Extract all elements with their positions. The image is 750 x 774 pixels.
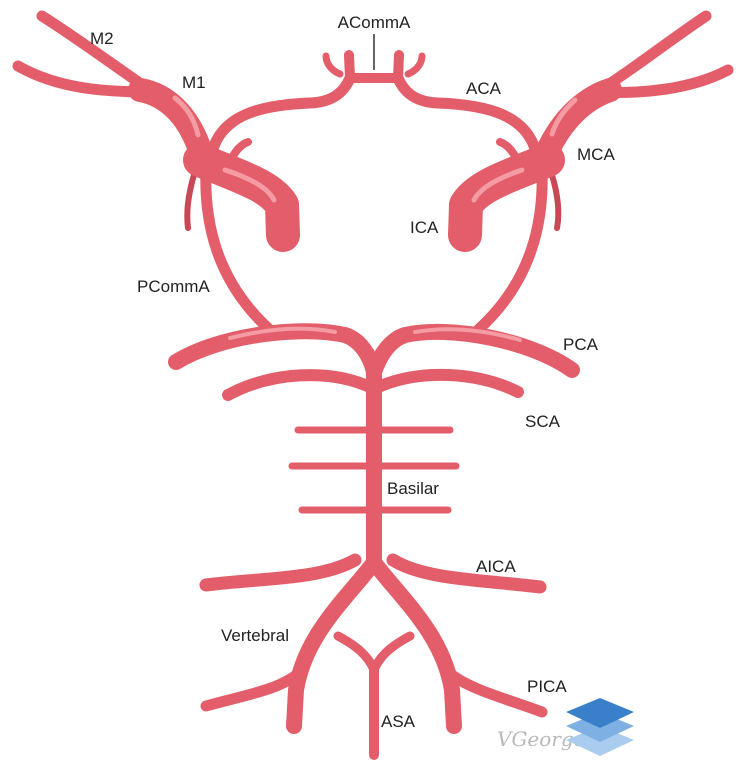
left-ica-small-branch (228, 138, 252, 162)
right-aca-distal-inner (393, 50, 404, 83)
label-m2: M2 (90, 29, 114, 48)
right-ica-highlight (471, 167, 525, 203)
left-sca (222, 369, 378, 401)
right-mca-group (536, 10, 734, 231)
left-aca-distal-outer (322, 52, 344, 78)
right-asa-root (369, 631, 415, 675)
left-ica-highlight (222, 167, 277, 203)
left-m1-highlight (172, 95, 201, 138)
right-aca-distal-outer (404, 52, 426, 78)
label-aca: ACA (466, 79, 502, 98)
label-aica: AICA (476, 557, 516, 576)
left-pca (168, 323, 382, 380)
label-sca: SCA (525, 412, 561, 431)
left-pca-highlight (228, 326, 337, 340)
left-m1-segment (128, 78, 212, 162)
right-pca (366, 323, 580, 380)
label-pcomma: PCommA (137, 277, 210, 296)
right-sca (370, 368, 524, 398)
left-aca (206, 72, 356, 158)
left-mca-group (12, 10, 212, 231)
right-pcomma (472, 162, 548, 336)
left-pcomma (200, 162, 276, 336)
right-pica (442, 666, 548, 718)
label-vertebral: Vertebral (221, 626, 289, 645)
right-aica (386, 553, 547, 594)
left-vertebral (286, 557, 380, 734)
layers-logo-icon (566, 698, 634, 756)
right-ica-small-branch (496, 138, 520, 162)
label-ica: ICA (410, 218, 439, 237)
left-asa-root (333, 631, 379, 675)
label-acomma: ACommA (338, 13, 411, 32)
left-pica (200, 666, 306, 712)
left-aica (199, 553, 362, 592)
label-pca: PCA (563, 335, 599, 354)
right-m1-segment (536, 78, 622, 162)
label-mca: MCA (577, 145, 615, 164)
left-aca-distal-inner (344, 50, 355, 83)
right-pca-highlight (413, 327, 522, 342)
label-basilar: Basilar (387, 479, 439, 498)
label-pica: PICA (527, 677, 567, 696)
label-m1: M1 (182, 73, 206, 92)
label-asa: ASA (381, 712, 416, 731)
right-aca (392, 72, 542, 158)
left-mca-perforator (184, 172, 197, 231)
right-mca-perforator (549, 172, 562, 231)
right-vertebral (368, 557, 462, 734)
right-m1-highlight (549, 97, 578, 137)
